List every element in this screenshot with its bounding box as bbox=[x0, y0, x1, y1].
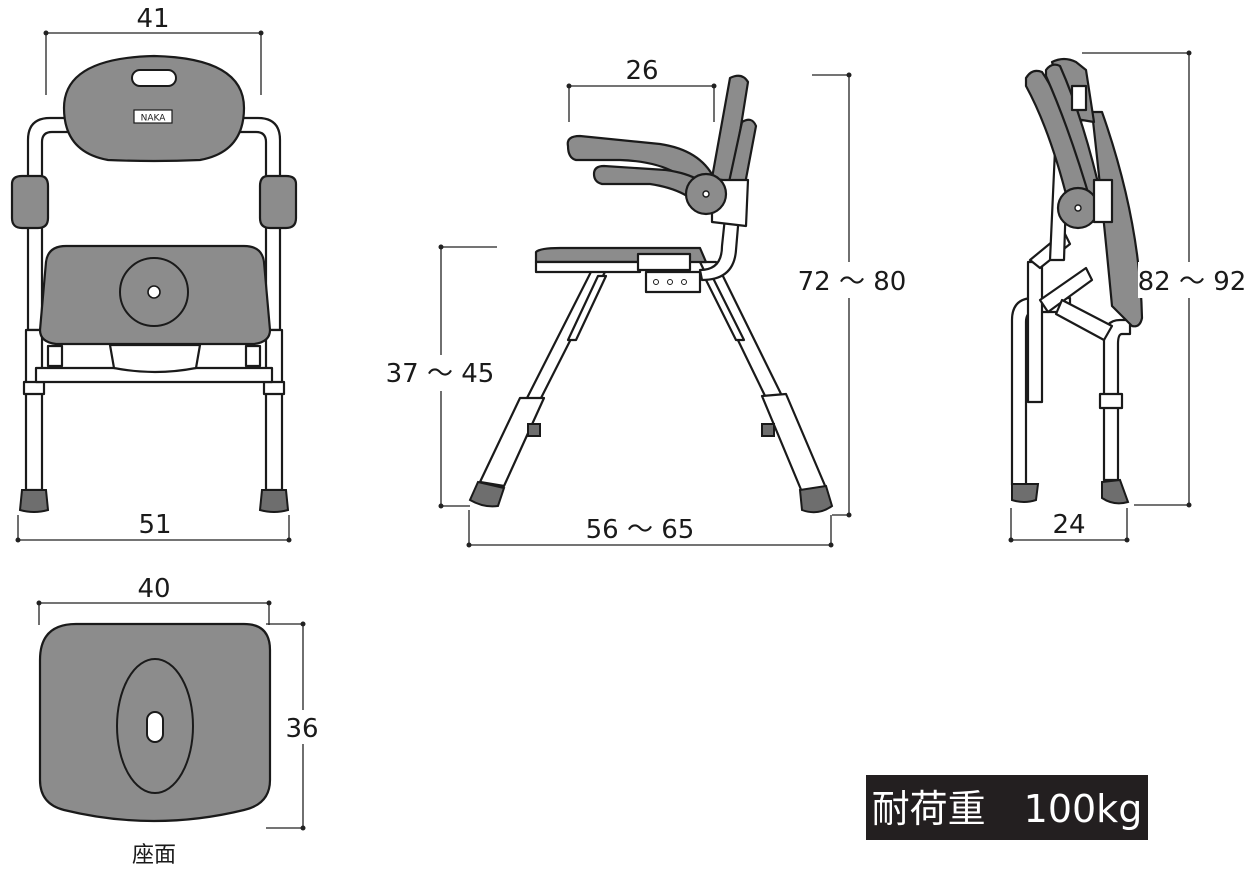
seat-depth-dimension: 36 bbox=[266, 621, 322, 831]
side-seat-height-dimension: 37 ～ 45 bbox=[386, 244, 497, 509]
side-armrest-dimension: 26 bbox=[566, 56, 717, 122]
front-top-width-label: 41 bbox=[136, 4, 169, 34]
front-view: 41 NAKA bbox=[10, 4, 298, 543]
side-height-dimension: 72 ～ 80 bbox=[798, 72, 907, 518]
front-top-dimension: 41 bbox=[43, 4, 264, 95]
front-right-armrest bbox=[258, 174, 298, 230]
side-base-depth-label: 56 ～ 65 bbox=[586, 515, 695, 545]
load-capacity-badge: 耐荷重 100kg bbox=[866, 775, 1148, 840]
side-height-label: 72 ～ 80 bbox=[798, 267, 907, 297]
seat-depth-label: 36 bbox=[285, 714, 318, 744]
front-brand-label: NAKA bbox=[141, 114, 167, 124]
seat-width-dimension: 40 bbox=[36, 574, 272, 625]
folded-depth-label: 24 bbox=[1052, 510, 1085, 540]
front-bottom-width-label: 51 bbox=[138, 510, 171, 540]
folded-view: 82 ～ 92 24 bbox=[1008, 50, 1247, 543]
folded-height-label: 82 ～ 92 bbox=[1138, 267, 1247, 297]
front-left-armrest bbox=[10, 174, 50, 230]
seat-width-label: 40 bbox=[137, 574, 170, 604]
front-bottom-dimension: 51 bbox=[15, 510, 292, 543]
side-base-dimension: 56 ～ 65 bbox=[466, 510, 834, 548]
folded-depth-dimension: 24 bbox=[1008, 508, 1130, 543]
seat-caption: 座面 bbox=[132, 843, 176, 868]
side-backrest bbox=[710, 74, 750, 184]
side-armrest-depth-label: 26 bbox=[625, 56, 658, 86]
front-backrest bbox=[62, 54, 246, 163]
seat-top-view: 40 36 座面 bbox=[36, 574, 322, 868]
side-seat-height-label: 37 ～ 45 bbox=[386, 359, 495, 389]
folded-height-dimension: 82 ～ 92 bbox=[1082, 50, 1247, 508]
side-view: 26 bbox=[386, 56, 907, 548]
load-capacity-text: 耐荷重 100kg bbox=[872, 787, 1143, 831]
